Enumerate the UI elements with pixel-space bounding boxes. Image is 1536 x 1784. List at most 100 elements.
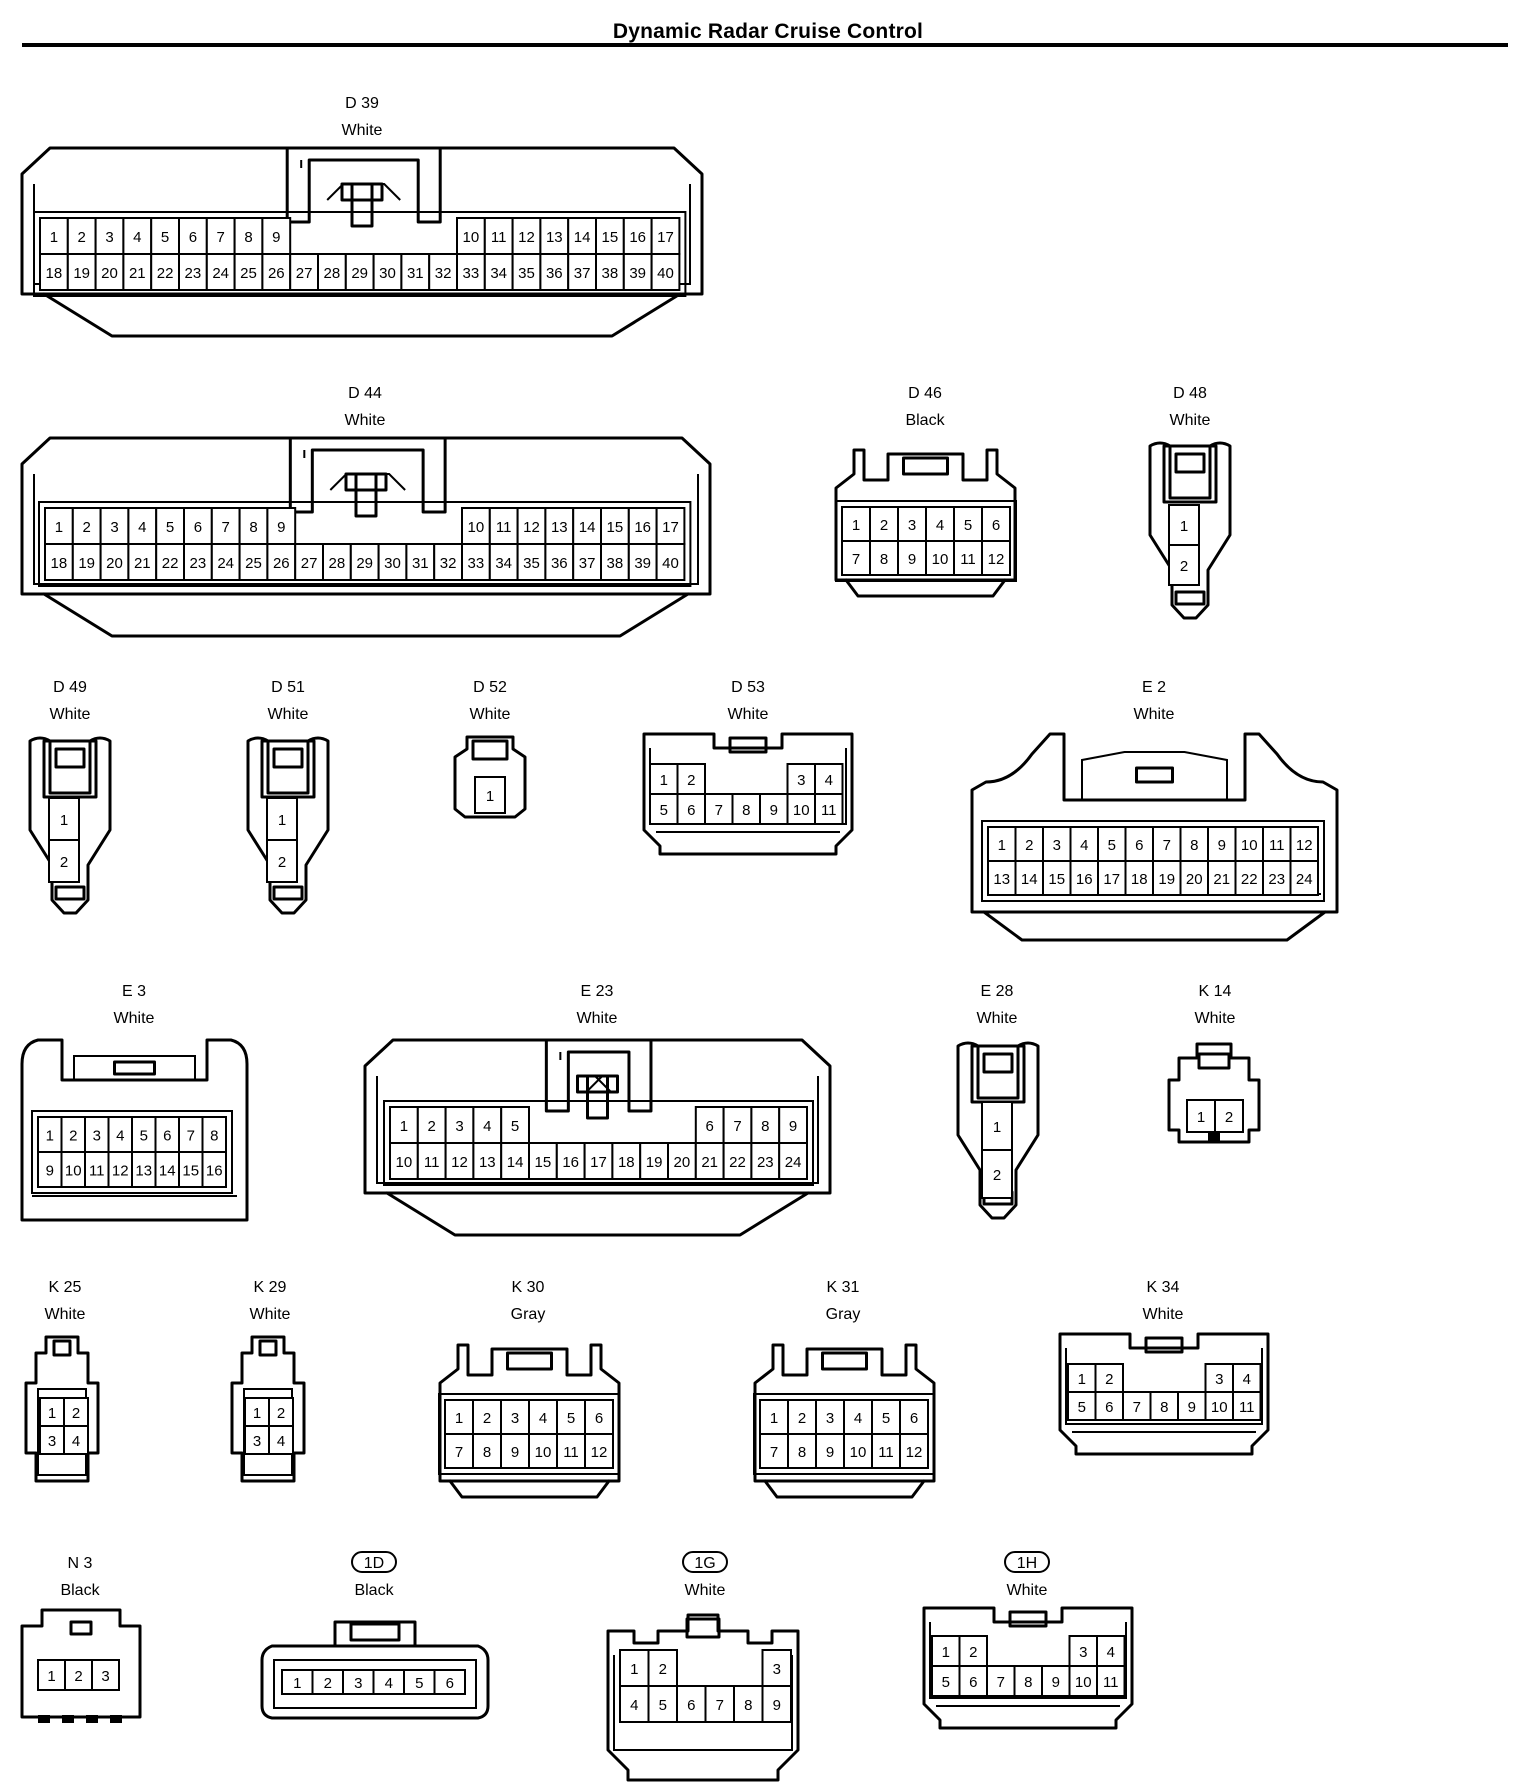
pin-cell: 37	[572, 543, 603, 581]
pin-cell: 1	[1067, 1363, 1097, 1393]
pin-number: 40	[662, 555, 679, 572]
pin-number: 31	[407, 265, 424, 282]
pin-cell: 10	[389, 1142, 419, 1180]
pin-number: 10	[1241, 837, 1258, 854]
pin-number: 25	[245, 555, 262, 572]
pin-cell: 8	[733, 1685, 764, 1723]
connector-code: 1H	[1017, 1555, 1037, 1572]
pin-cell: 5	[403, 1669, 436, 1695]
pin-number: 1	[55, 519, 63, 536]
pin-cell: 7	[722, 1106, 753, 1144]
pin-cell: 9	[778, 1106, 809, 1144]
pin-cell: 26	[261, 253, 292, 291]
pin-number: 3	[93, 1128, 101, 1145]
pin-cell: 9	[266, 507, 297, 545]
pin-number: 33	[463, 265, 480, 282]
pin-cell: 1	[37, 1659, 66, 1691]
pin-cell: 8	[233, 217, 264, 255]
pin-number: 2	[969, 1644, 977, 1661]
connector-code: E 3	[122, 983, 146, 1000]
pin-cell: 1	[1168, 504, 1200, 546]
pin-number: 11	[878, 1444, 894, 1461]
pin-cell: 30	[377, 543, 408, 581]
pin-cell: 22	[722, 1142, 753, 1180]
connector-color: White	[577, 1010, 618, 1027]
pin-number: 14	[1021, 871, 1038, 888]
pin-number: 3	[511, 1410, 519, 1427]
pin-cell: 14	[500, 1142, 531, 1180]
pin-number: 14	[579, 519, 596, 536]
pin-cell: 10	[1068, 1665, 1098, 1697]
pin-cell: 12	[584, 1433, 614, 1469]
pin-cell: 10	[456, 217, 486, 255]
pin-cell: 6	[676, 793, 706, 825]
pin-number: 6	[595, 1410, 603, 1427]
pin-cell: 13	[987, 860, 1017, 896]
pin-cell: 2	[472, 1399, 502, 1435]
pin-number: 5	[942, 1674, 950, 1691]
pin-number: 36	[551, 555, 568, 572]
pin-number: 7	[1133, 1399, 1141, 1416]
pin-cell: 3	[244, 1425, 270, 1455]
pin-cell: 4	[1096, 1635, 1126, 1667]
pin-cell: 1	[841, 506, 871, 542]
pin-cell: 12	[516, 507, 547, 545]
pin-cell: 4	[472, 1106, 503, 1144]
pin-cell: 3	[84, 1116, 110, 1153]
pin-number: 13	[479, 1154, 496, 1171]
pin-number: 38	[602, 265, 619, 282]
pin-number: 1	[1197, 1109, 1205, 1126]
pin-cell: 24	[210, 543, 241, 581]
pin-number: 26	[268, 265, 285, 282]
connector-code: K 14	[1199, 983, 1232, 1000]
pin-cell: 4	[925, 506, 955, 542]
pin-cell: 1	[39, 217, 69, 255]
pin-cell: 3	[99, 507, 130, 545]
pin-number: 12	[1296, 837, 1313, 854]
pin-cell: 19	[71, 543, 102, 581]
pin-number: 37	[579, 555, 596, 572]
connector-color: White	[1007, 1582, 1048, 1599]
pin-cell: 14	[572, 507, 603, 545]
pin-number: 2	[1225, 1109, 1233, 1126]
pin-number: 6	[687, 1697, 695, 1714]
connector-color: Gray	[826, 1306, 861, 1323]
pin-number: 2	[1025, 837, 1033, 854]
pin-number: 1	[852, 517, 860, 534]
pin-cell: 3	[94, 217, 125, 255]
pin-cell: 6	[981, 506, 1011, 542]
pin-number: 29	[351, 265, 368, 282]
pin-number: 23	[190, 555, 207, 572]
connector-color: Black	[905, 412, 945, 429]
pin-number: 21	[129, 265, 146, 282]
pin-cell: 19	[1152, 860, 1182, 896]
pin-cell: 34	[483, 253, 514, 291]
pin-cell: 18	[611, 1142, 642, 1180]
pin-number: 3	[773, 1661, 781, 1678]
pin-cell: 16	[555, 1142, 586, 1180]
pin-number: 15	[607, 519, 624, 536]
pin-number: 36	[546, 265, 563, 282]
pin-cell: 39	[622, 253, 653, 291]
pin-number: 5	[1078, 1399, 1086, 1416]
pin-number: 1	[660, 772, 668, 789]
pin-cell: 2	[647, 1649, 678, 1687]
pin-number: 3	[105, 229, 113, 246]
pin-cell: 27	[294, 543, 325, 581]
pin-cell: 9	[761, 1685, 792, 1723]
pin-cell: 12	[444, 1142, 475, 1180]
pin-number: 5	[964, 517, 972, 534]
pin-cell: 11	[1262, 826, 1292, 862]
connector-color: White	[345, 412, 386, 429]
connector-code: D 46	[908, 385, 942, 402]
pin-number: 22	[1241, 871, 1258, 888]
pin-cell: 8	[1149, 1391, 1179, 1421]
pin-number: 4	[385, 1675, 393, 1692]
pin-number: 12	[112, 1163, 129, 1180]
pin-number: 11	[89, 1163, 105, 1180]
pin-number: 15	[182, 1163, 199, 1180]
